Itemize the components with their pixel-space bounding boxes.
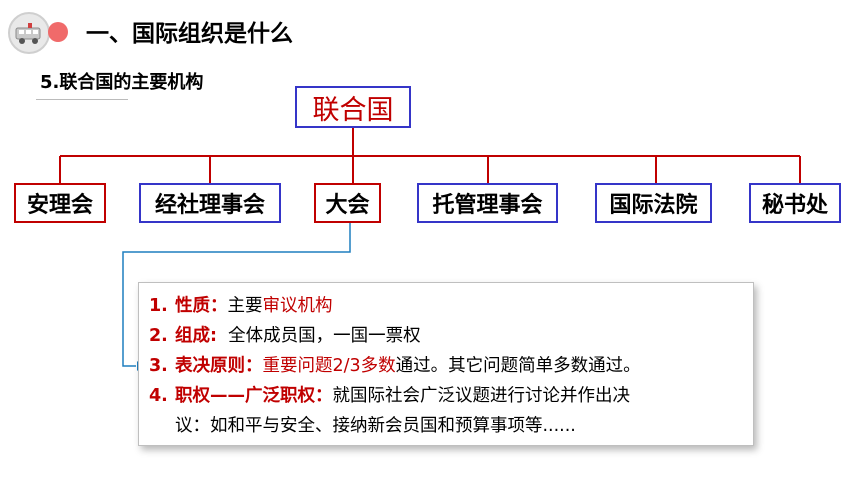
- organ-security-council: 安理会: [14, 183, 106, 223]
- info-item: 1.性质：主要审议机构: [149, 296, 333, 316]
- info-item: 4.职权——广泛职权：就国际社会广泛议题进行讨论并作出决: [149, 386, 630, 406]
- organ-icj: 国际法院: [595, 183, 712, 223]
- accent-dot: [48, 22, 68, 42]
- page-title: 一、国际组织是什么: [86, 21, 293, 47]
- general-assembly-info-box: 1.性质：主要审议机构 2.组成: 全体成员国，一国一票权 3.表决原则：重要问…: [138, 282, 754, 446]
- info-item: 3.表决原则：重要问题2/3多数通过。其它问题简单多数通过。: [149, 356, 641, 376]
- subtitle-underline: [36, 99, 128, 100]
- logo-icon: [8, 12, 50, 54]
- organ-ecosoc: 经社理事会: [139, 183, 281, 223]
- organ-trusteeship-council: 托管理事会: [417, 183, 558, 223]
- un-root-box: 联合国: [295, 86, 411, 128]
- info-item: 2.组成: 全体成员国，一国一票权: [149, 326, 421, 346]
- info-continuation: 议：如和平与安全、接纳新会员国和预算事项等......: [175, 416, 576, 436]
- organ-general-assembly: 大会: [314, 183, 381, 223]
- section-subtitle: 5.联合国的主要机构: [40, 72, 204, 93]
- organ-secretariat: 秘书处: [749, 183, 841, 223]
